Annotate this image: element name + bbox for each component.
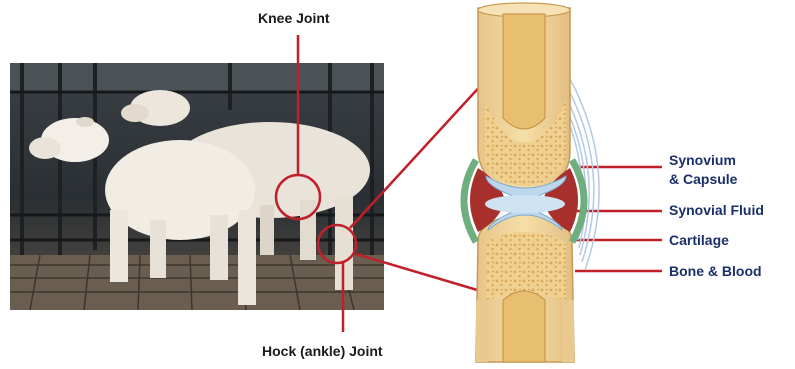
knee-joint-label: Knee Joint [258,10,330,27]
synovium-label-line2: & Capsule [669,171,737,188]
synovium-label-line1: Synovium [669,152,736,169]
joint-cross-section [464,3,599,362]
sheep-photo [10,63,384,310]
bone-blood-label: Bone & Blood [669,263,762,280]
synovial-fluid-label: Synovial Fluid [669,202,764,219]
cartilage-label: Cartilage [669,232,729,249]
hock-joint-label: Hock (ankle) Joint [262,343,383,360]
